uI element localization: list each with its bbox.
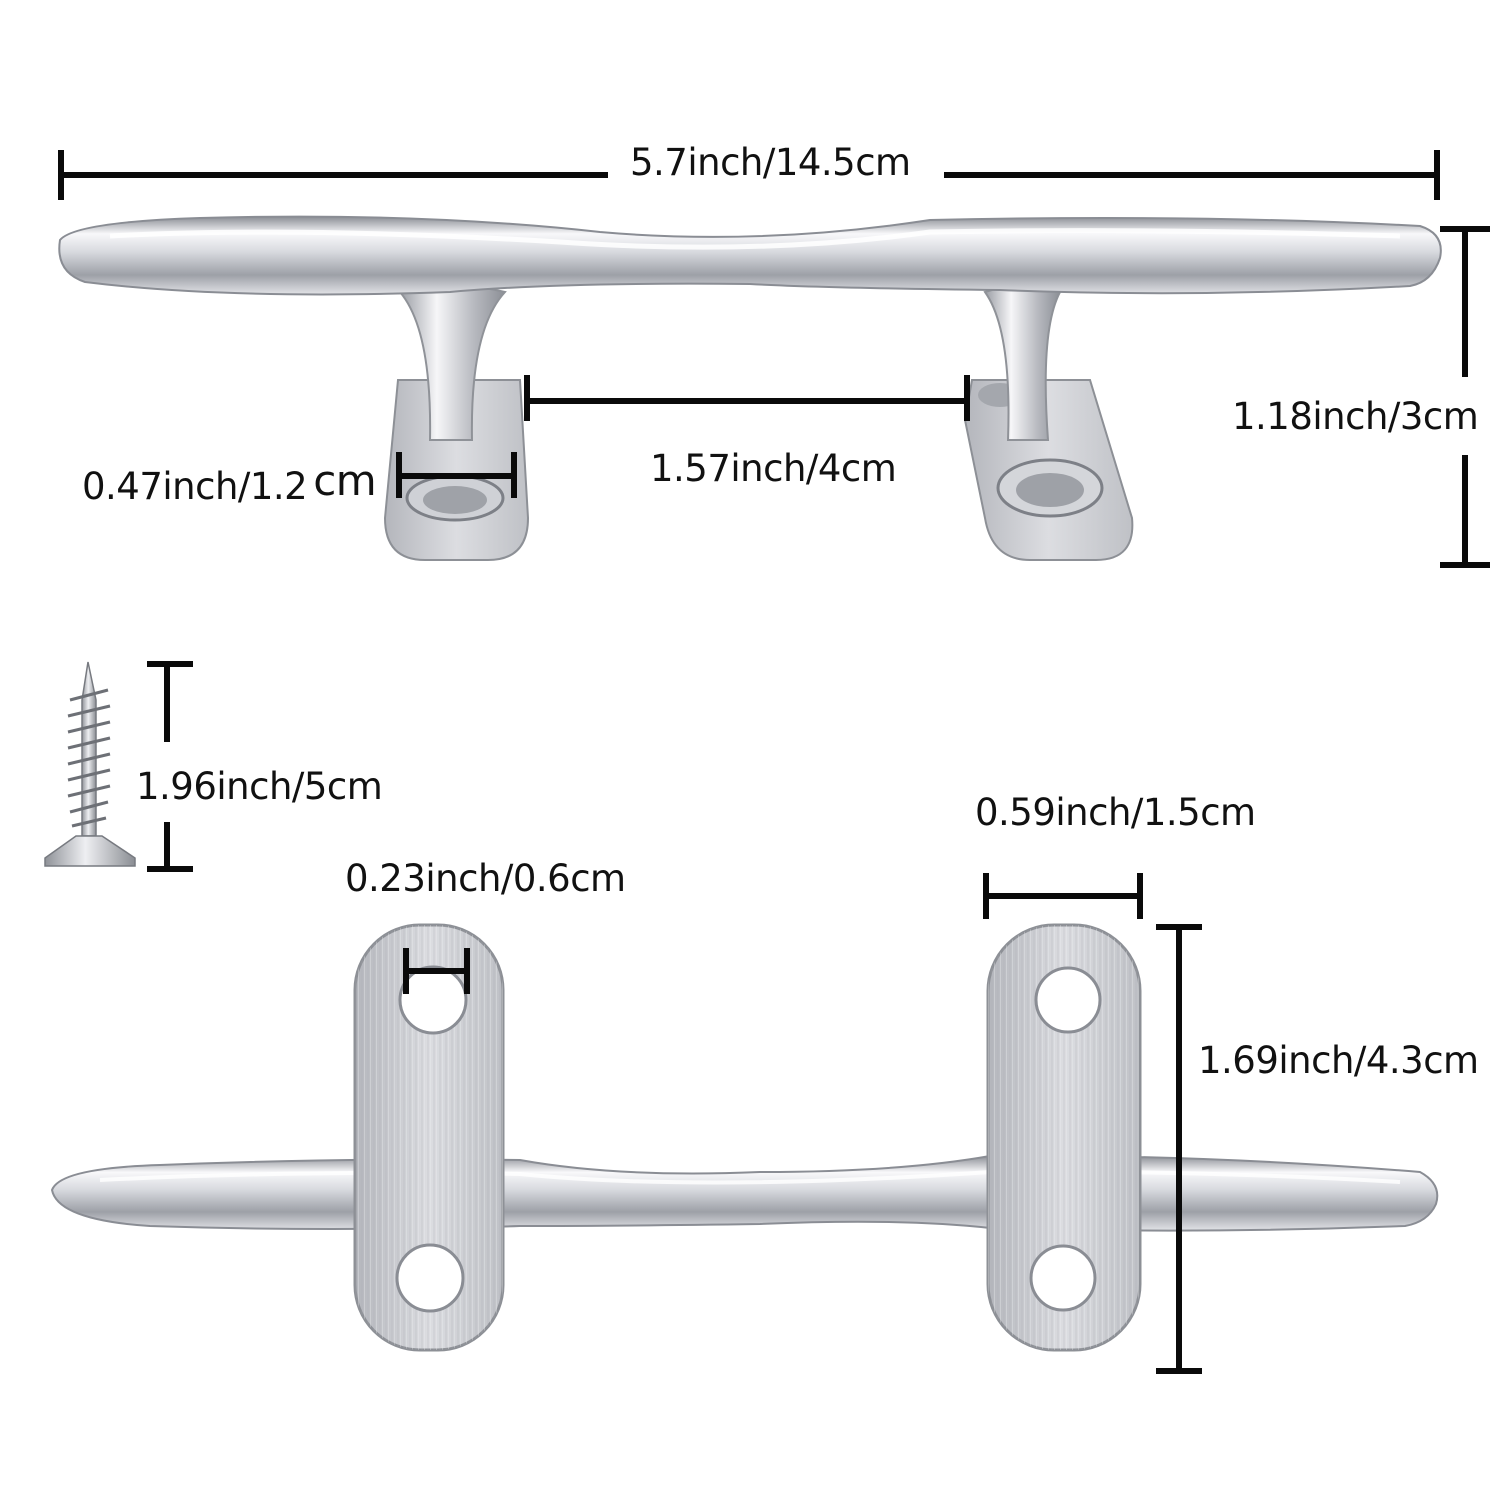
screw-length-label: 1.96inch/5cm: [136, 765, 383, 808]
boat-cleat-bottom-view: [50, 923, 1439, 1352]
total-length-label: 5.7inch/14.5cm: [630, 141, 911, 184]
dimension-base-width: [983, 873, 1143, 919]
dimension-post-width: [396, 452, 517, 498]
dimension-base-spacing: [524, 375, 970, 421]
base-width-label: 0.59inch/1.5cm: [975, 791, 1256, 834]
dimension-base-length: [1156, 924, 1202, 1374]
post-width-value: 0.47inch/1.2: [82, 465, 308, 508]
dimension-total-length: [58, 150, 1440, 200]
boat-cleat-side-view: [58, 215, 1442, 561]
base-length-label: 1.69inch/4.3cm: [1198, 1039, 1479, 1082]
dimension-height: [1440, 226, 1490, 568]
dimension-hole-diameter: [403, 948, 470, 994]
height-label: 1.18inch/3cm: [1232, 395, 1479, 438]
base-spacing-label: 1.57inch/4cm: [650, 447, 897, 490]
screw-icon: [44, 661, 136, 867]
dimension-screw-length: [147, 661, 193, 872]
hole-diameter-label: 0.23inch/0.6cm: [345, 857, 626, 900]
post-width-unit: cm: [313, 456, 377, 505]
